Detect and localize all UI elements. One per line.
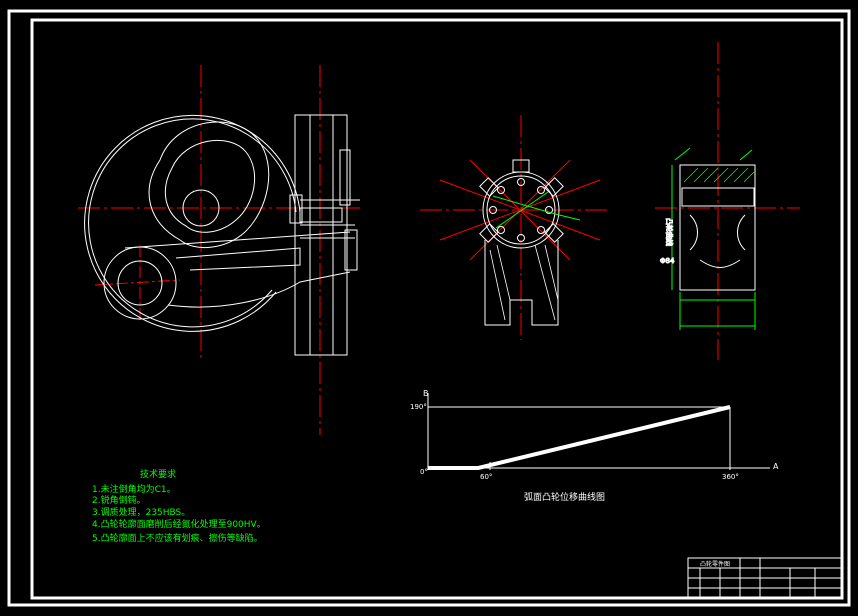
outer-border	[7, 9, 851, 607]
title-block-drawing-name: 凸轮零件图	[700, 560, 730, 568]
shaft-bracket-mid	[344, 229, 358, 271]
arm-body-bottom	[167, 271, 351, 308]
notes-title: 技术要求	[140, 468, 176, 480]
notes-item-1: 1.未注倒角均为C1。	[92, 483, 176, 495]
arm-eye-inner	[117, 260, 163, 306]
cam-outer-contour	[84, 114, 301, 332]
roller-turret-view	[420, 115, 610, 340]
notes-item-3: 3.调质处理，235HBS。	[92, 506, 190, 518]
graph-x-axis-label: A	[773, 462, 779, 471]
arm-body-top	[124, 231, 351, 249]
graph-caption: 弧面凸轮位移曲线图	[524, 491, 605, 503]
graph-y-tick-190: 190°	[410, 403, 427, 411]
shaft-bracket-top	[339, 149, 351, 206]
cam-assembly-view	[78, 65, 360, 435]
cam-outer-contour-inner	[88, 118, 297, 328]
displacement-curve	[428, 405, 731, 470]
inner-border	[30, 18, 844, 600]
notes-item-4: 4.凸轮轮廓面磨削后经氮化处理至900HV。	[92, 518, 266, 530]
turret-lower-body	[484, 240, 559, 326]
graph-x-tick-360: 360°	[722, 473, 739, 481]
arm-rib	[175, 247, 301, 271]
cam-hub	[182, 189, 220, 227]
notes-item-5: 5.凸轮廓面上不应该有划痕、擦伤等缺陷。	[92, 532, 263, 544]
displacement-graph: B A 190° 0° 60° 360° 弧面凸轮位移曲线图	[410, 389, 779, 503]
notes-item-2: 2.锐角倒钝。	[92, 494, 146, 506]
title-block: 凸轮零件图	[687, 557, 843, 599]
section-vertical-label: 凸轮曲线	[665, 218, 674, 246]
section-outline	[679, 164, 756, 291]
cam-groove-inner	[164, 139, 256, 233]
graph-origin-label: 0°	[420, 468, 428, 476]
technical-notes: 技术要求 1.未注倒角均为C1。 2.锐角倒钝。 3.调质处理，235HBS。 …	[92, 468, 266, 544]
section-diameter-label: Φ84	[660, 257, 675, 265]
shaft-collar	[299, 207, 343, 223]
section-view: 凸轮曲线 Φ84	[655, 42, 800, 360]
graph-y-axis-label: B	[423, 389, 429, 398]
shaft-column	[294, 114, 348, 356]
graph-x-tick-60: 60°	[480, 473, 492, 481]
centerline-arm	[94, 279, 181, 286]
cam-groove-outer	[148, 121, 270, 249]
